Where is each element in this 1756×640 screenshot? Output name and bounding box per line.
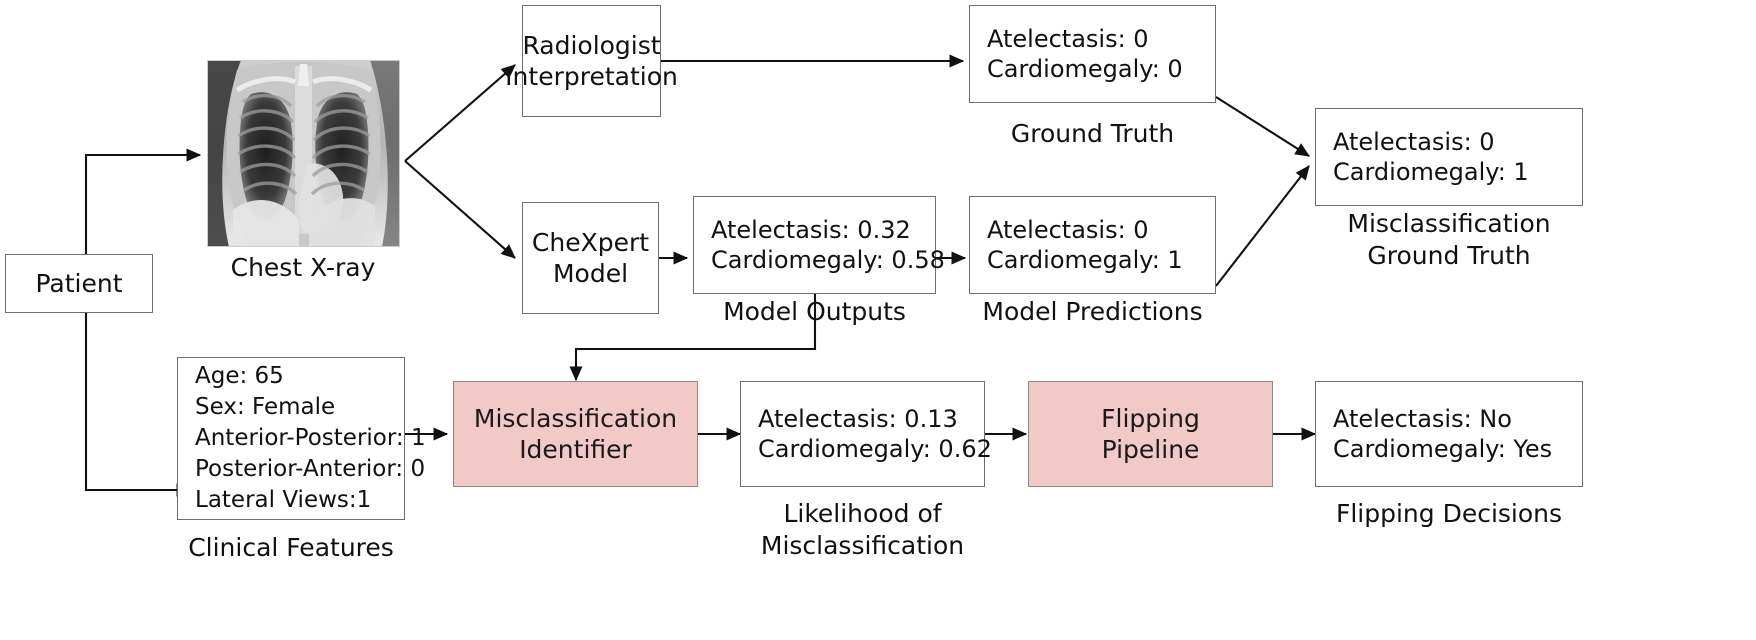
node-model-predictions[interactable]: Atelectasis: 0 Cardiomegaly: 1 <box>969 196 1216 294</box>
node-flipping-decisions[interactable]: Atelectasis: No Cardiomegaly: Yes <box>1315 381 1583 487</box>
node-likelihood-of-misclassification[interactable]: Atelectasis: 0.13 Cardiomegaly: 0.62 <box>740 381 992 487</box>
chexpert-line-2: Model <box>552 259 629 288</box>
identifier-line-2: Identifier <box>519 435 632 464</box>
caption-misclassification-ground-truth: Misclassification Ground Truth <box>1347 209 1551 270</box>
radiologist-line-1: Radiologist <box>522 30 661 60</box>
node-model-outputs[interactable]: Atelectasis: 0.32 Cardiomegaly: 0.58 <box>693 196 945 294</box>
node-chexpert-model[interactable]: CheXpert Model <box>522 202 659 314</box>
node-ground-truth[interactable]: Atelectasis: 0 Cardiomegaly: 0 <box>969 5 1216 103</box>
node-clinical-features[interactable]: Age: 65 Sex: Female Anterior-Posterior: … <box>177 357 426 520</box>
ground-truth-cardiomegaly: Cardiomegaly: 0 <box>987 55 1183 83</box>
radiologist-line-2: Interpretation <box>505 62 678 91</box>
node-patient[interactable]: Patient <box>5 254 153 313</box>
clinical-age: Age: 65 <box>195 363 284 390</box>
model-predictions-cardiomegaly: Cardiomegaly: 1 <box>987 246 1183 274</box>
flipping-pipeline-line-1: Flipping <box>1101 403 1200 433</box>
edge-xray-to-chexpert <box>404 160 516 259</box>
node-misclassification-identifier[interactable]: Misclassification Identifier <box>453 381 698 487</box>
clinical-anterior-posterior: Anterior-Posterior: 1 <box>195 425 426 452</box>
misgt-atelectasis: Atelectasis: 0 <box>1333 127 1495 156</box>
node-radiologist-interpretation[interactable]: Radiologist Interpretation <box>505 5 678 117</box>
clinical-lateral-views: Lateral Views:1 <box>195 486 372 513</box>
caption-model-predictions: Model Predictions <box>982 297 1203 326</box>
model-outputs-atelectasis: Atelectasis: 0.32 <box>711 215 911 244</box>
caption-likelihood-of-misclassification: Likelihood of Misclassification <box>760 499 965 560</box>
edge-patient-to-clinical <box>84 313 192 497</box>
caption-clinical-features: Clinical Features <box>188 533 394 562</box>
node-patient-label: Patient <box>35 268 123 298</box>
edge-xray-to-radiologist <box>404 64 516 162</box>
clinical-sex: Sex: Female <box>195 394 336 421</box>
model-predictions-atelectasis: Atelectasis: 0 <box>987 215 1149 244</box>
clinical-posterior-anterior: Posterior-Anterior: 0 <box>195 455 426 482</box>
caption-model-outputs: Model Outputs <box>723 297 906 326</box>
model-outputs-cardiomegaly: Cardiomegaly: 0.58 <box>711 246 945 274</box>
misgt-cardiomegaly: Cardiomegaly: 1 <box>1333 158 1529 186</box>
likelihood-atelectasis: Atelectasis: 0.13 <box>758 404 958 433</box>
flipping-decisions-atelectasis: Atelectasis: No <box>1333 404 1512 433</box>
ground-truth-atelectasis: Atelectasis: 0 <box>987 24 1149 53</box>
flipping-decisions-cardiomegaly: Cardiomegaly: Yes <box>1333 435 1553 463</box>
edge-groundtruth-to-misgt <box>1215 96 1310 157</box>
chexpert-line-1: CheXpert <box>531 227 650 257</box>
node-misclassification-ground-truth[interactable]: Atelectasis: 0 Cardiomegaly: 1 <box>1315 108 1583 206</box>
flipping-pipeline-line-2: Pipeline <box>1101 435 1200 464</box>
caption-flipping-decisions: Flipping Decisions <box>1335 499 1563 528</box>
likelihood-cardiomegaly: Cardiomegaly: 0.62 <box>758 435 992 463</box>
caption-chest-xray: Chest X-ray <box>230 253 376 282</box>
chest-xray-image <box>207 60 400 247</box>
node-flipping-pipeline[interactable]: Flipping Pipeline <box>1028 381 1273 487</box>
edge-patient-to-xray <box>84 148 202 254</box>
caption-ground-truth: Ground Truth <box>1010 119 1175 148</box>
edge-modelpredictions-to-misgt <box>1215 165 1310 287</box>
identifier-line-1: Misclassification <box>473 403 678 433</box>
